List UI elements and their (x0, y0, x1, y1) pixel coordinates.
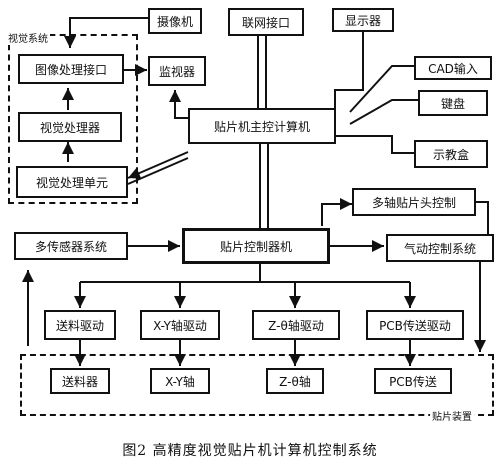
feeder-drive-box[interactable]: 送料驱动 (44, 310, 116, 340)
head-control-box[interactable]: 多轴贴片头控制 (352, 188, 476, 216)
camera-box[interactable]: 摄像机 (148, 8, 202, 34)
z-theta-axis-box[interactable]: Z-θ轴 (266, 368, 324, 394)
mounting-device-group (20, 354, 494, 416)
vision-system-group (8, 34, 138, 204)
figure-caption: 图2 高精度视觉贴片机计算机控制系统 (122, 443, 378, 459)
keyboard-box[interactable]: 键盘 (418, 90, 488, 116)
monitor-box[interactable]: 监视器 (148, 56, 206, 86)
placement-controller-box[interactable]: 贴片控制器机 (182, 228, 330, 264)
teach-box[interactable]: 示教盒 (414, 140, 488, 168)
display-box[interactable]: 显示器 (332, 8, 394, 32)
xy-drive-box[interactable]: X-Y轴驱动 (140, 310, 220, 340)
vision-processor-box[interactable]: 视觉处理器 (18, 112, 122, 142)
xy-axis-box[interactable]: X-Y轴 (150, 368, 210, 394)
mounting-device-label: 贴片装置 (430, 408, 474, 423)
pneumatic-control-box[interactable]: 气动控制系统 (386, 234, 494, 262)
z-theta-drive-box[interactable]: Z-θ轴驱动 (252, 310, 340, 340)
cad-input-box[interactable]: CAD输入 (414, 56, 492, 80)
vision-system-label: 视觉系统 (6, 30, 50, 45)
vision-unit-box[interactable]: 视觉处理单元 (16, 166, 128, 198)
sensor-system-box[interactable]: 多传感器系统 (14, 232, 128, 260)
image-interface-box[interactable]: 图像处理接口 (18, 54, 124, 84)
network-interface-box[interactable]: 联网接口 (228, 8, 304, 36)
pcb-drive-box[interactable]: PCB传送驱动 (366, 310, 464, 340)
pcb-convey-box[interactable]: PCB传送 (374, 368, 452, 394)
host-computer-box[interactable]: 贴片机主控计算机 (188, 108, 336, 144)
feeder-box[interactable]: 送料器 (50, 368, 110, 394)
